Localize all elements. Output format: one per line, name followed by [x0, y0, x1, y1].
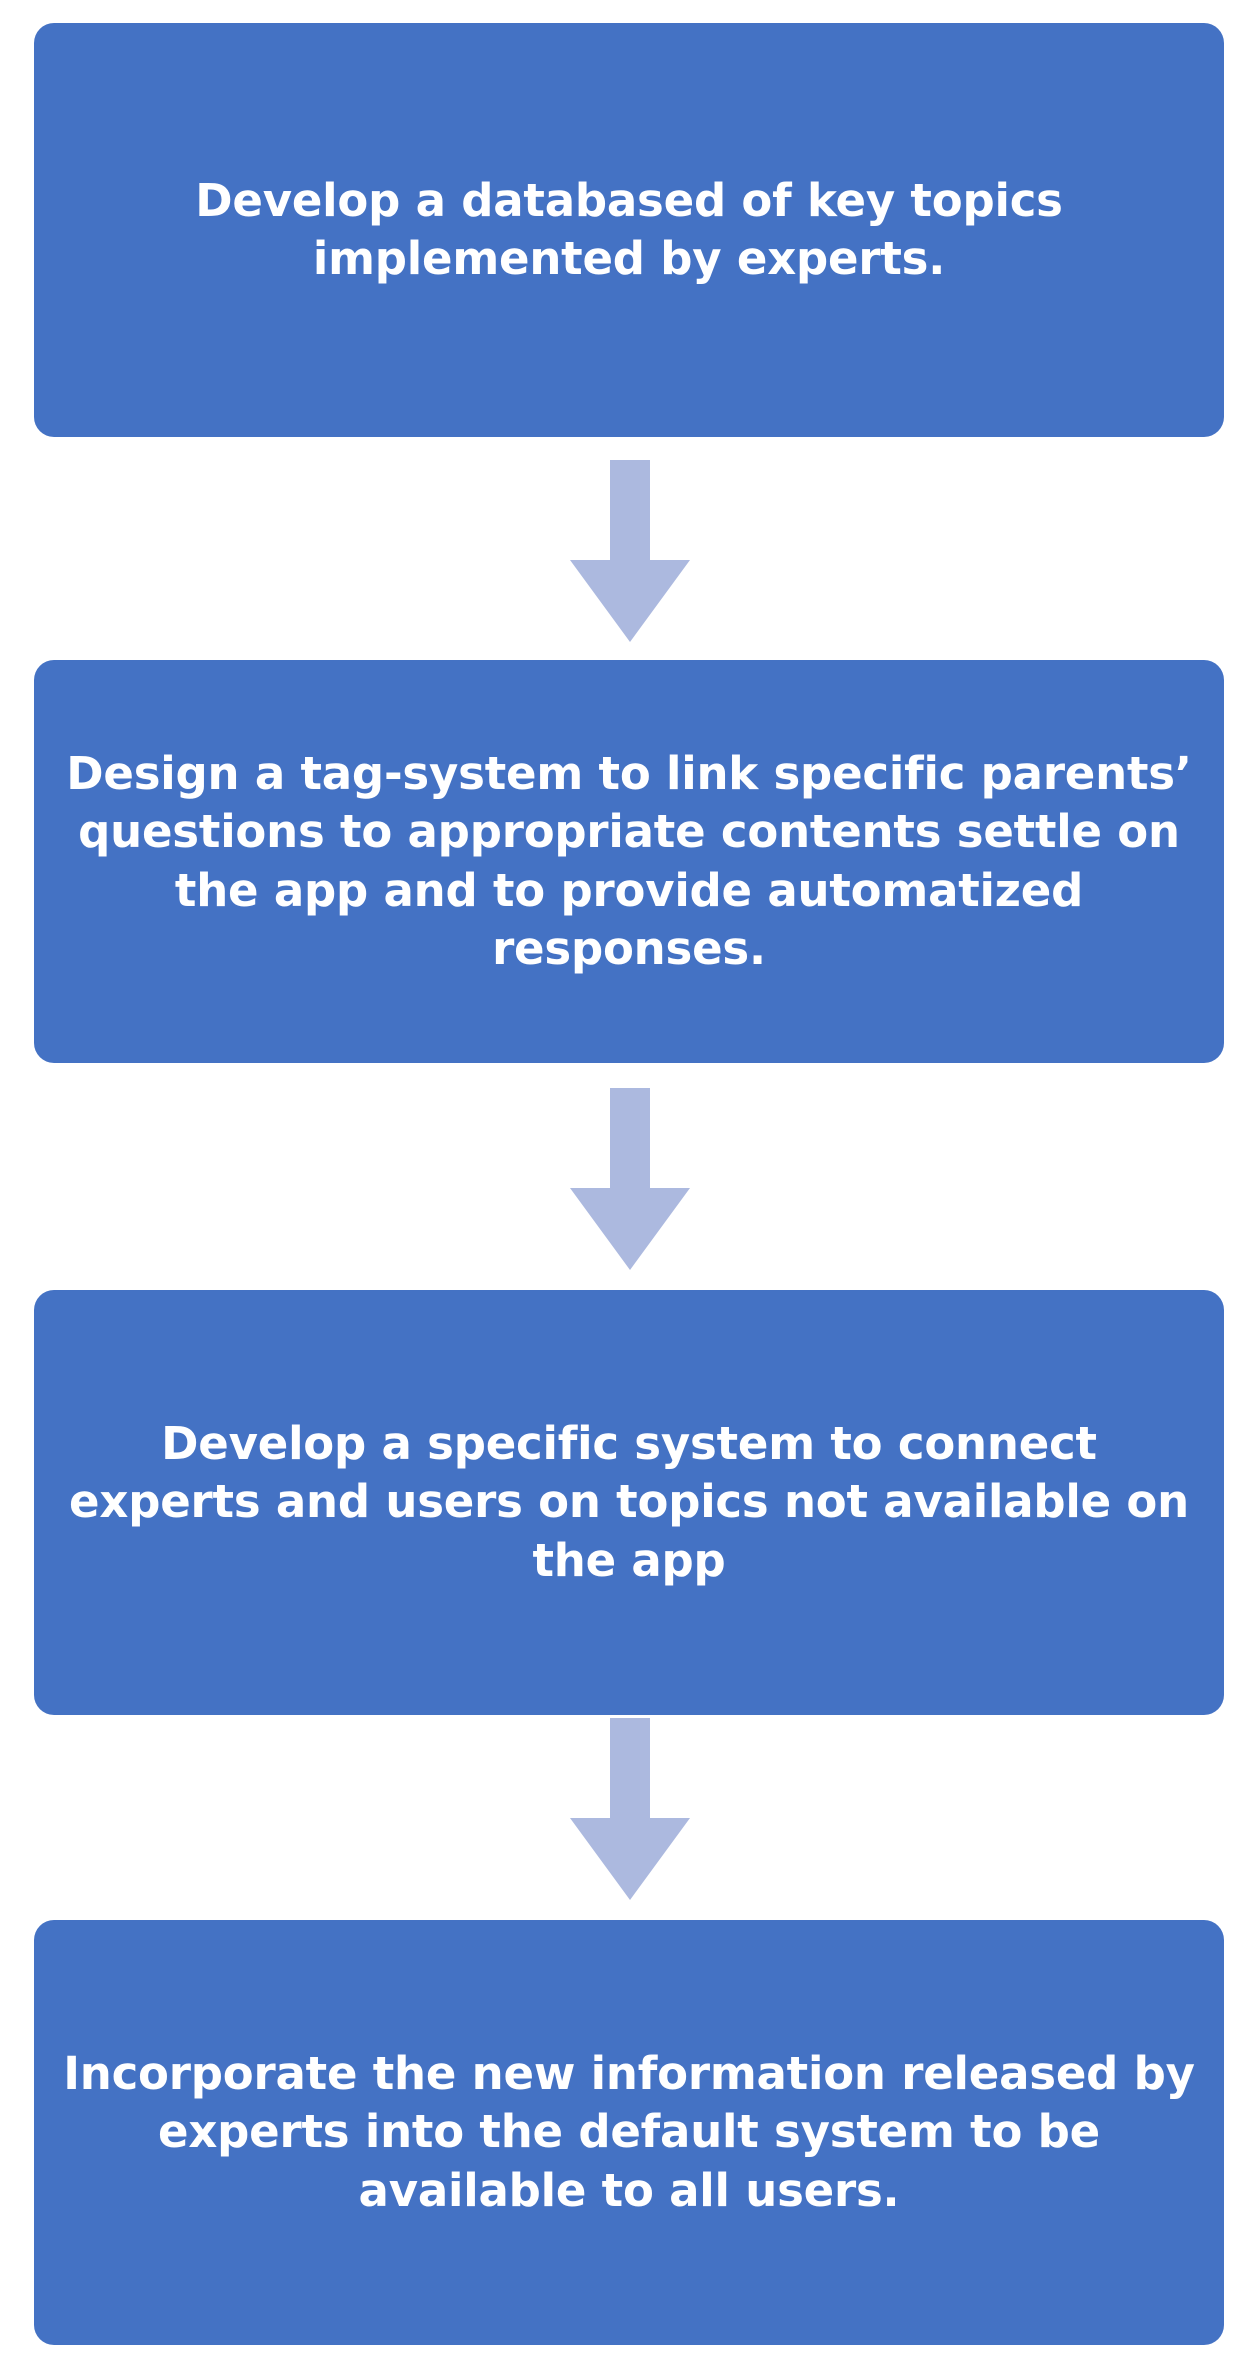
arrow-down-icon [570, 1718, 690, 1900]
arrow-down-icon [570, 1088, 690, 1270]
connector-arrow-1 [0, 460, 1260, 642]
flow-node-2-label: Design a tag-system to link specific par… [66, 746, 1192, 976]
flow-node-3[interactable]: Develop a specific system to connect exp… [34, 1290, 1224, 1715]
flow-node-4[interactable]: Incorporate the new information released… [34, 1920, 1224, 2345]
connector-arrow-2 [0, 1088, 1260, 1270]
flow-node-1[interactable]: Develop a databased of key topics implem… [34, 23, 1224, 437]
connector-arrow-3 [0, 1718, 1260, 1900]
flow-node-3-label: Develop a specific system to connect exp… [69, 1416, 1189, 1587]
flow-node-2[interactable]: Design a tag-system to link specific par… [34, 660, 1224, 1063]
flow-node-1-label: Develop a databased of key topics implem… [195, 173, 1063, 286]
flow-node-4-label: Incorporate the new information released… [63, 2046, 1195, 2217]
arrow-down-icon [570, 460, 690, 642]
